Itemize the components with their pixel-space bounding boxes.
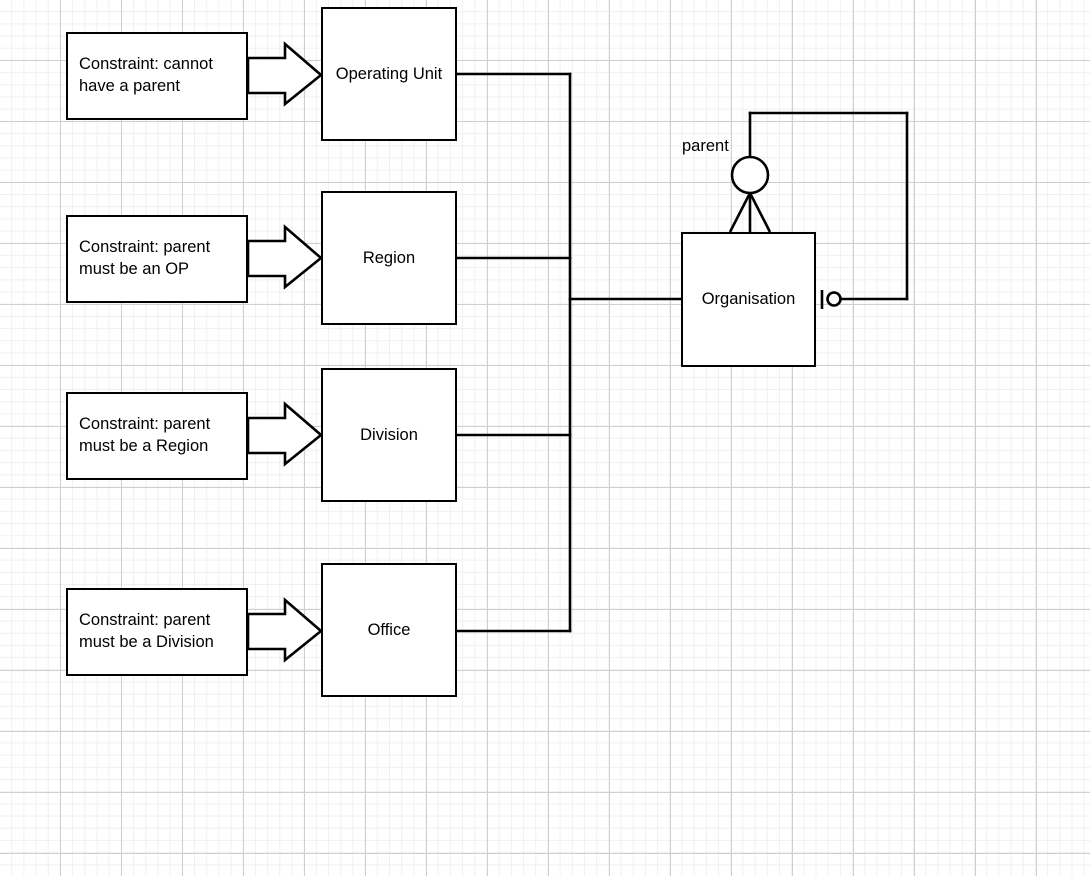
- note-arrows: [246, 41, 324, 663]
- note-text: Constraint: parent must be a Region: [79, 415, 211, 455]
- entity-label: Region: [362, 248, 416, 267]
- note-text: Constraint: parent must be an OP: [79, 238, 211, 278]
- note-office[interactable]: Constraint: parent must be a Division: [66, 588, 248, 676]
- optionality-circle-right-icon: [826, 291, 842, 307]
- note-text: Constraint: cannot have a parent: [79, 55, 213, 95]
- note-arrow-operating-unit: [246, 41, 324, 107]
- entity-label: Operating Unit: [335, 64, 443, 83]
- note-operating-unit[interactable]: Constraint: cannot have a parent: [66, 32, 248, 120]
- entity-label: Office: [367, 620, 411, 639]
- entity-operating-unit[interactable]: Operating Unit: [321, 7, 457, 141]
- note-arrow-division: [246, 401, 324, 467]
- optionality-circle-icon: [730, 155, 770, 195]
- crowsfoot-zero-or-many: [730, 155, 770, 195]
- association-label-parent: parent: [682, 137, 729, 155]
- note-text: Constraint: parent must be a Division: [79, 611, 214, 651]
- note-division[interactable]: Constraint: parent must be a Region: [66, 392, 248, 480]
- entity-label: Division: [360, 425, 418, 444]
- entity-division[interactable]: Division: [321, 368, 457, 502]
- cardinality-zero-or-one: [820, 290, 842, 309]
- entity-office[interactable]: Office: [321, 563, 457, 697]
- note-arrow-office: [246, 597, 324, 663]
- entity-label: Organisation: [701, 290, 796, 309]
- entity-organisation[interactable]: Organisation: [681, 232, 816, 367]
- crowsfoot-prongs-icon: [728, 192, 772, 233]
- note-arrow-region: [246, 224, 324, 290]
- note-region[interactable]: Constraint: parent must be an OP: [66, 215, 248, 303]
- trunk-connectors: [455, 72, 683, 633]
- entity-region[interactable]: Region: [321, 191, 457, 325]
